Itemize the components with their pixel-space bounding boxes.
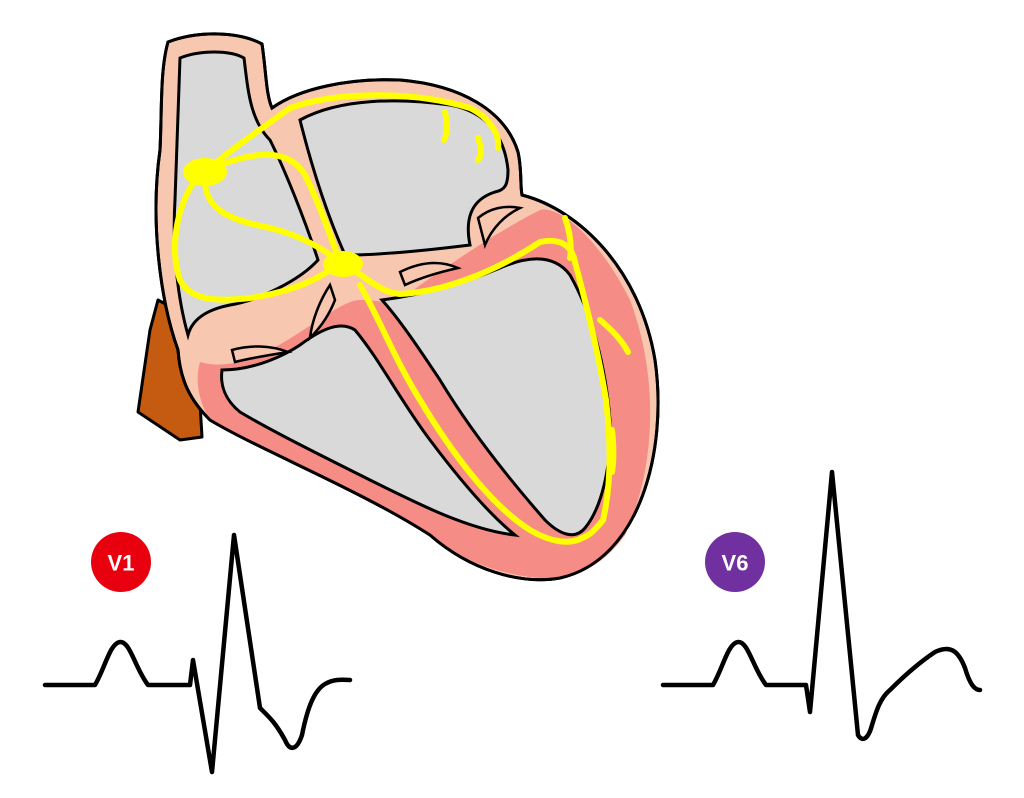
- atrial-branch-upper: [441, 109, 450, 143]
- atrial-branch-lower: [475, 135, 484, 163]
- v1-lead-badge: V1: [91, 532, 151, 592]
- sinoatrial-node-icon: [183, 158, 227, 186]
- left-bundle-tip: [562, 215, 574, 261]
- right-bundle-branch: [357, 282, 585, 545]
- internodal-pathway-anterior: [217, 151, 343, 265]
- v1-label: V1: [108, 551, 135, 576]
- conduction-system: [172, 92, 631, 545]
- right-atrium-flap: [230, 345, 293, 364]
- right-ventricle-chamber: [220, 324, 520, 538]
- heart-outline: [154, 32, 660, 582]
- bachmann-bundle: [202, 92, 502, 175]
- purkinje-left-1: [597, 317, 631, 355]
- v6-ecg-trace: [660, 469, 983, 742]
- atrial-septum-flap: [476, 205, 524, 249]
- v1-ecg-trace: [42, 532, 353, 775]
- atrioventricular-node-icon: [323, 251, 363, 277]
- v6-label: V6: [722, 551, 749, 576]
- internodal-pathway-posterior: [172, 177, 343, 303]
- tricuspid-valve-leaflet: [308, 282, 337, 342]
- v6-lead-badge: V6: [705, 532, 765, 592]
- purkinje-left-2: [609, 427, 617, 475]
- mitral-valve-leaflet: [398, 261, 462, 287]
- internodal-pathway-middle: [202, 177, 343, 265]
